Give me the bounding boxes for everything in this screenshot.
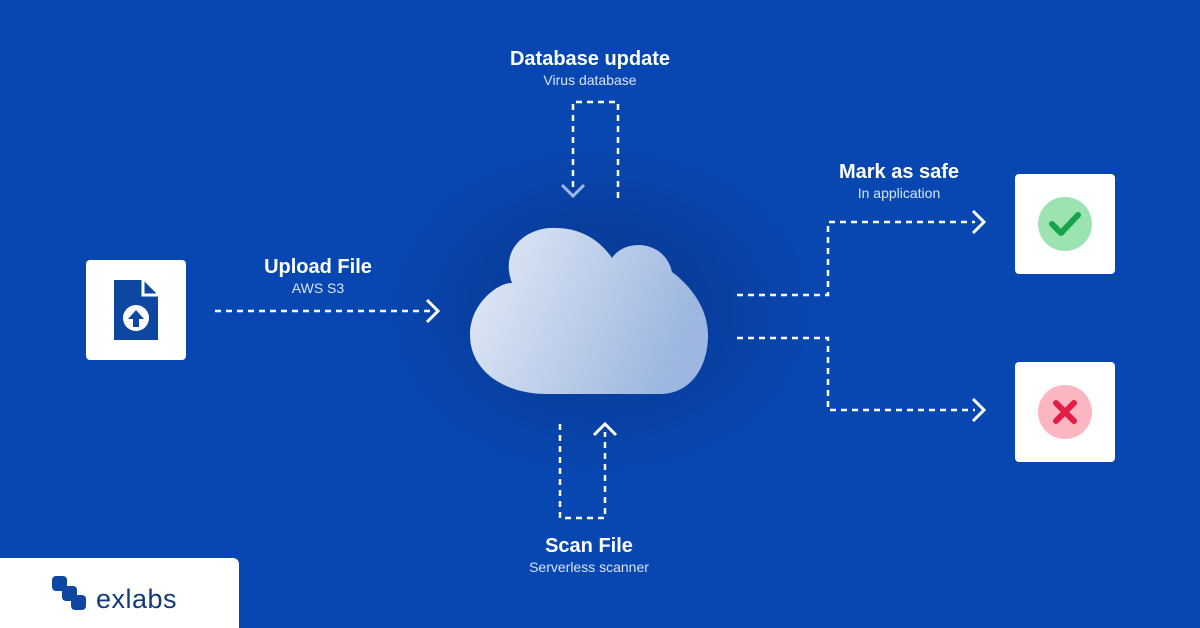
unsafe-connector bbox=[737, 336, 975, 412]
database-arrowhead bbox=[560, 183, 586, 199]
cross-icon bbox=[1038, 385, 1092, 439]
scan-arrowhead bbox=[592, 421, 618, 437]
brand-footer bbox=[0, 558, 239, 628]
unsafe-arrowhead bbox=[971, 397, 987, 423]
upload-arrowhead bbox=[425, 298, 441, 324]
mark-safe-title: Mark as safe bbox=[838, 161, 960, 183]
mark-safe-subtitle: In application bbox=[857, 185, 941, 201]
scan-file-title: Scan File bbox=[545, 535, 633, 557]
upload-file-label: Upload File AWS S3 bbox=[168, 255, 468, 297]
safe-result-card bbox=[1015, 174, 1115, 274]
database-connector bbox=[571, 100, 620, 198]
unsafe-result-card bbox=[1015, 362, 1115, 462]
database-update-title: Database update bbox=[509, 48, 671, 70]
scan-connector bbox=[558, 424, 607, 520]
safe-arrowhead bbox=[971, 209, 987, 235]
file-upload-icon bbox=[114, 280, 158, 340]
cloud-icon bbox=[470, 227, 708, 394]
mark-safe-label: Mark as safe In application bbox=[749, 160, 1049, 202]
database-update-subtitle: Virus database bbox=[543, 72, 637, 88]
upload-file-card bbox=[86, 260, 186, 360]
scan-file-subtitle: Serverless scanner bbox=[529, 559, 649, 575]
check-icon bbox=[1038, 197, 1092, 251]
exlabs-logo-icon bbox=[52, 576, 86, 610]
brand-name: exlabs bbox=[96, 584, 178, 614]
upload-file-title: Upload File bbox=[264, 256, 372, 278]
safe-connector bbox=[737, 220, 975, 297]
scan-file-label: Scan File Serverless scanner bbox=[439, 534, 739, 576]
database-update-label: Database update Virus database bbox=[440, 47, 740, 89]
upload-file-subtitle: AWS S3 bbox=[291, 280, 345, 296]
